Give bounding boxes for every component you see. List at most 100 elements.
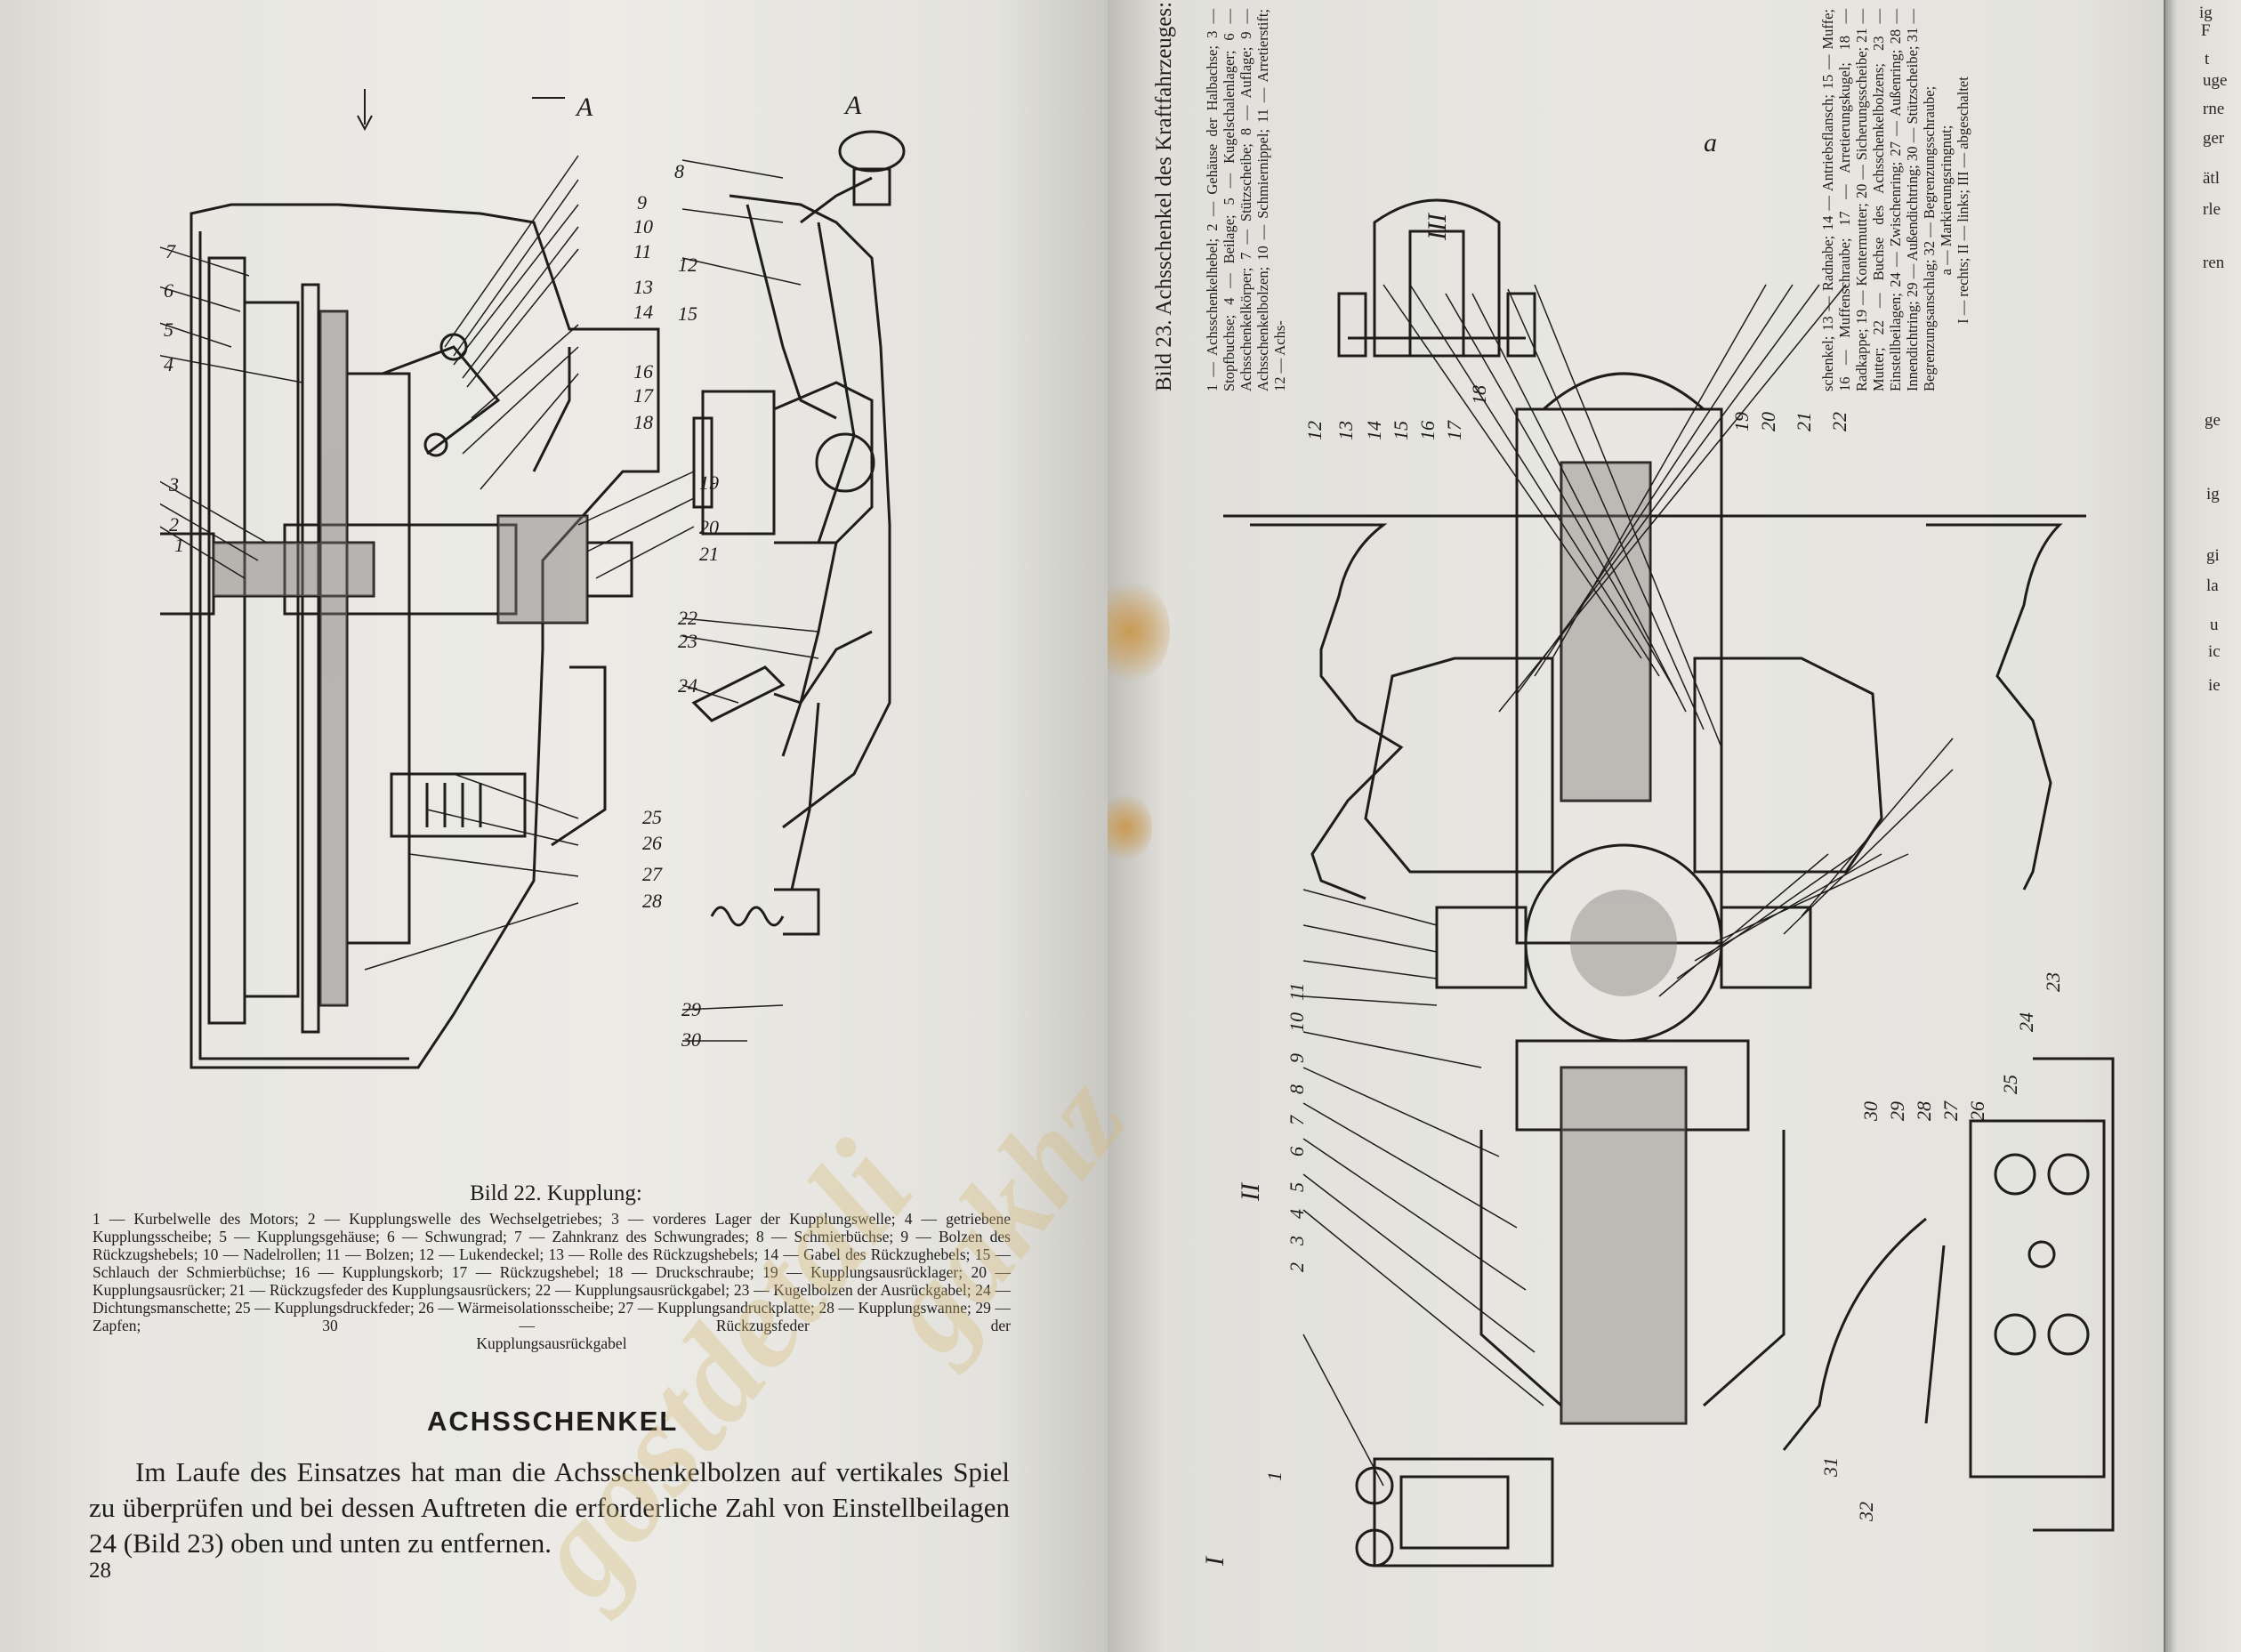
body-paragraph: Im Laufe des Einsatzes hat man die Achss… bbox=[89, 1456, 1010, 1559]
callout-fig22-4: 4 bbox=[164, 353, 173, 375]
callout-fig22-13: 13 bbox=[633, 276, 653, 298]
edge-text: uge bbox=[2203, 71, 2228, 90]
edge-text: ren bbox=[2203, 254, 2225, 272]
callout-fig23-13: 13 bbox=[1334, 421, 1357, 440]
edge-text: ig bbox=[2199, 4, 2213, 22]
callout-fig22-10: 10 bbox=[633, 215, 653, 238]
figure-22-clutch-drawing bbox=[160, 80, 979, 1121]
callout-fig23-15: 15 bbox=[1390, 421, 1412, 440]
callout-fig22-19: 19 bbox=[699, 471, 719, 494]
callout-fig23-32: 32 bbox=[1855, 1502, 1877, 1522]
paper-stain bbox=[1108, 792, 1152, 863]
callout-fig22-27: 27 bbox=[642, 863, 663, 885]
callout-fig22-26: 26 bbox=[642, 832, 662, 854]
callout-fig23-14: 14 bbox=[1363, 421, 1385, 440]
callout-fig23-23: 23 bbox=[2042, 972, 2064, 992]
section-label-a: A bbox=[575, 93, 593, 122]
callout-fig23-17: 17 bbox=[1443, 420, 1465, 440]
callout-fig23-10: 10 bbox=[1286, 1012, 1308, 1032]
edge-text: ie bbox=[2208, 676, 2221, 695]
callout-fig22-24: 24 bbox=[678, 674, 697, 697]
callout-fig22-11: 11 bbox=[633, 240, 651, 262]
callout-fig23-1: 1 bbox=[1263, 1471, 1286, 1481]
callout-fig23-2: 2 bbox=[1286, 1262, 1308, 1272]
callout-fig23-21: 21 bbox=[1793, 412, 1815, 431]
callout-fig22-30: 30 bbox=[681, 1028, 701, 1051]
paper-stain bbox=[1108, 578, 1170, 685]
page-number: 28 bbox=[89, 1559, 111, 1583]
callout-fig22-5: 5 bbox=[164, 318, 173, 341]
callout-fig23-31: 31 bbox=[1819, 1457, 1842, 1478]
figure-22-callouts: A A 1 2 3 4 5 6 7 8 9 10 11 12 13 14 15 … bbox=[164, 91, 862, 1051]
callout-fig23-30: 30 bbox=[1859, 1101, 1882, 1122]
view-label-a: a bbox=[1704, 128, 1717, 157]
callout-fig23-25: 25 bbox=[1999, 1075, 2021, 1094]
edge-text: ic bbox=[2208, 642, 2221, 661]
callout-fig22-14: 14 bbox=[633, 301, 653, 323]
callout-fig22-9: 9 bbox=[637, 191, 647, 214]
edge-text: t bbox=[2205, 50, 2210, 68]
edge-text: F bbox=[2201, 21, 2211, 40]
right-page: Bild 23. Achsschenkel des Kraftfahrzeuge… bbox=[1108, 0, 2241, 1652]
figure-23-steering-knuckle-drawing bbox=[1143, 178, 2157, 1619]
callout-fig22-12: 12 bbox=[678, 254, 697, 276]
callout-fig23-3: 3 bbox=[1286, 1236, 1308, 1246]
callout-fig23-22: 22 bbox=[1828, 412, 1850, 431]
callout-fig22-1: 1 bbox=[174, 534, 184, 556]
callout-fig23-5: 5 bbox=[1286, 1182, 1308, 1192]
callout-fig23-6: 6 bbox=[1286, 1147, 1308, 1156]
callout-fig23-27: 27 bbox=[1939, 1100, 1962, 1121]
callout-fig22-7: 7 bbox=[165, 240, 176, 262]
callout-fig23-11: 11 bbox=[1286, 983, 1308, 1001]
figure-22-legend-last-line: Kupplungsausrückgabel bbox=[476, 1334, 627, 1352]
callout-fig23-26: 26 bbox=[1966, 1101, 1988, 1121]
callout-fig22-23: 23 bbox=[678, 630, 697, 652]
callout-fig22-29: 29 bbox=[681, 998, 701, 1020]
section-heading-achsschenkel: ACHSSCHENKEL bbox=[427, 1406, 679, 1437]
callout-fig23-19: 19 bbox=[1730, 412, 1753, 431]
callout-fig22-2: 2 bbox=[169, 513, 179, 536]
callout-fig23-4: 4 bbox=[1286, 1209, 1308, 1219]
callout-fig22-15: 15 bbox=[678, 302, 697, 325]
callout-fig22-3: 3 bbox=[168, 473, 179, 496]
figure-22-legend: 1 — Kurbelwelle des Motors; 2 — Kupplung… bbox=[93, 1210, 1011, 1352]
callout-fig23-12: 12 bbox=[1303, 421, 1326, 440]
callout-fig23-8: 8 bbox=[1286, 1084, 1308, 1094]
callout-fig22-21: 21 bbox=[699, 543, 719, 565]
callout-fig23-28: 28 bbox=[1913, 1101, 1935, 1121]
edge-text: rne bbox=[2203, 100, 2225, 118]
callout-fig22-8: 8 bbox=[674, 160, 684, 182]
callout-fig22-6: 6 bbox=[164, 279, 173, 302]
callout-fig23-18: 18 bbox=[1468, 385, 1490, 405]
edge-text: gi bbox=[2206, 546, 2220, 565]
edge-text: la bbox=[2206, 576, 2219, 595]
figure-22-legend-text: 1 — Kurbelwelle des Motors; 2 — Kupplung… bbox=[93, 1210, 1011, 1334]
figure-22-caption-title: Bild 22. Kupplung: bbox=[470, 1181, 642, 1205]
callout-fig22-22: 22 bbox=[678, 607, 697, 629]
view-label-iii: III bbox=[1423, 212, 1452, 241]
callout-fig22-18: 18 bbox=[633, 411, 653, 433]
left-page: A A 1 2 3 4 5 6 7 8 9 10 11 12 13 14 15 … bbox=[0, 0, 1108, 1652]
callout-fig22-17: 17 bbox=[633, 384, 654, 407]
callout-fig22-28: 28 bbox=[642, 890, 662, 912]
view-label-i: I bbox=[1200, 1555, 1229, 1567]
callout-fig23-16: 16 bbox=[1416, 421, 1439, 440]
figure-23-callouts: a III II I 1 2 3 4 5 6 7 8 9 10 11 12 13… bbox=[1200, 128, 2064, 1567]
callout-fig23-7: 7 bbox=[1286, 1115, 1308, 1125]
section-label-a-underlined: A bbox=[843, 91, 862, 120]
callout-fig23-20: 20 bbox=[1757, 412, 1779, 431]
edge-text: ig bbox=[2206, 485, 2220, 504]
callout-fig22-16: 16 bbox=[633, 360, 653, 383]
callout-fig23-24: 24 bbox=[2015, 1012, 2037, 1032]
edge-text: ätl bbox=[2203, 169, 2220, 188]
adjacent-page-edge: ig F t uge rne ger ätl rle ren ge ig u g… bbox=[2164, 0, 2241, 1652]
edge-text: ger bbox=[2203, 129, 2225, 148]
edge-text: ge bbox=[2205, 411, 2221, 430]
callout-fig23-29: 29 bbox=[1886, 1101, 1908, 1121]
edge-text: u bbox=[2210, 616, 2219, 634]
edge-text: rle bbox=[2203, 200, 2221, 219]
callout-fig22-20: 20 bbox=[699, 516, 719, 538]
callout-fig23-9: 9 bbox=[1286, 1053, 1308, 1063]
callout-fig22-25: 25 bbox=[642, 806, 662, 828]
view-label-ii: II bbox=[1236, 1181, 1265, 1202]
